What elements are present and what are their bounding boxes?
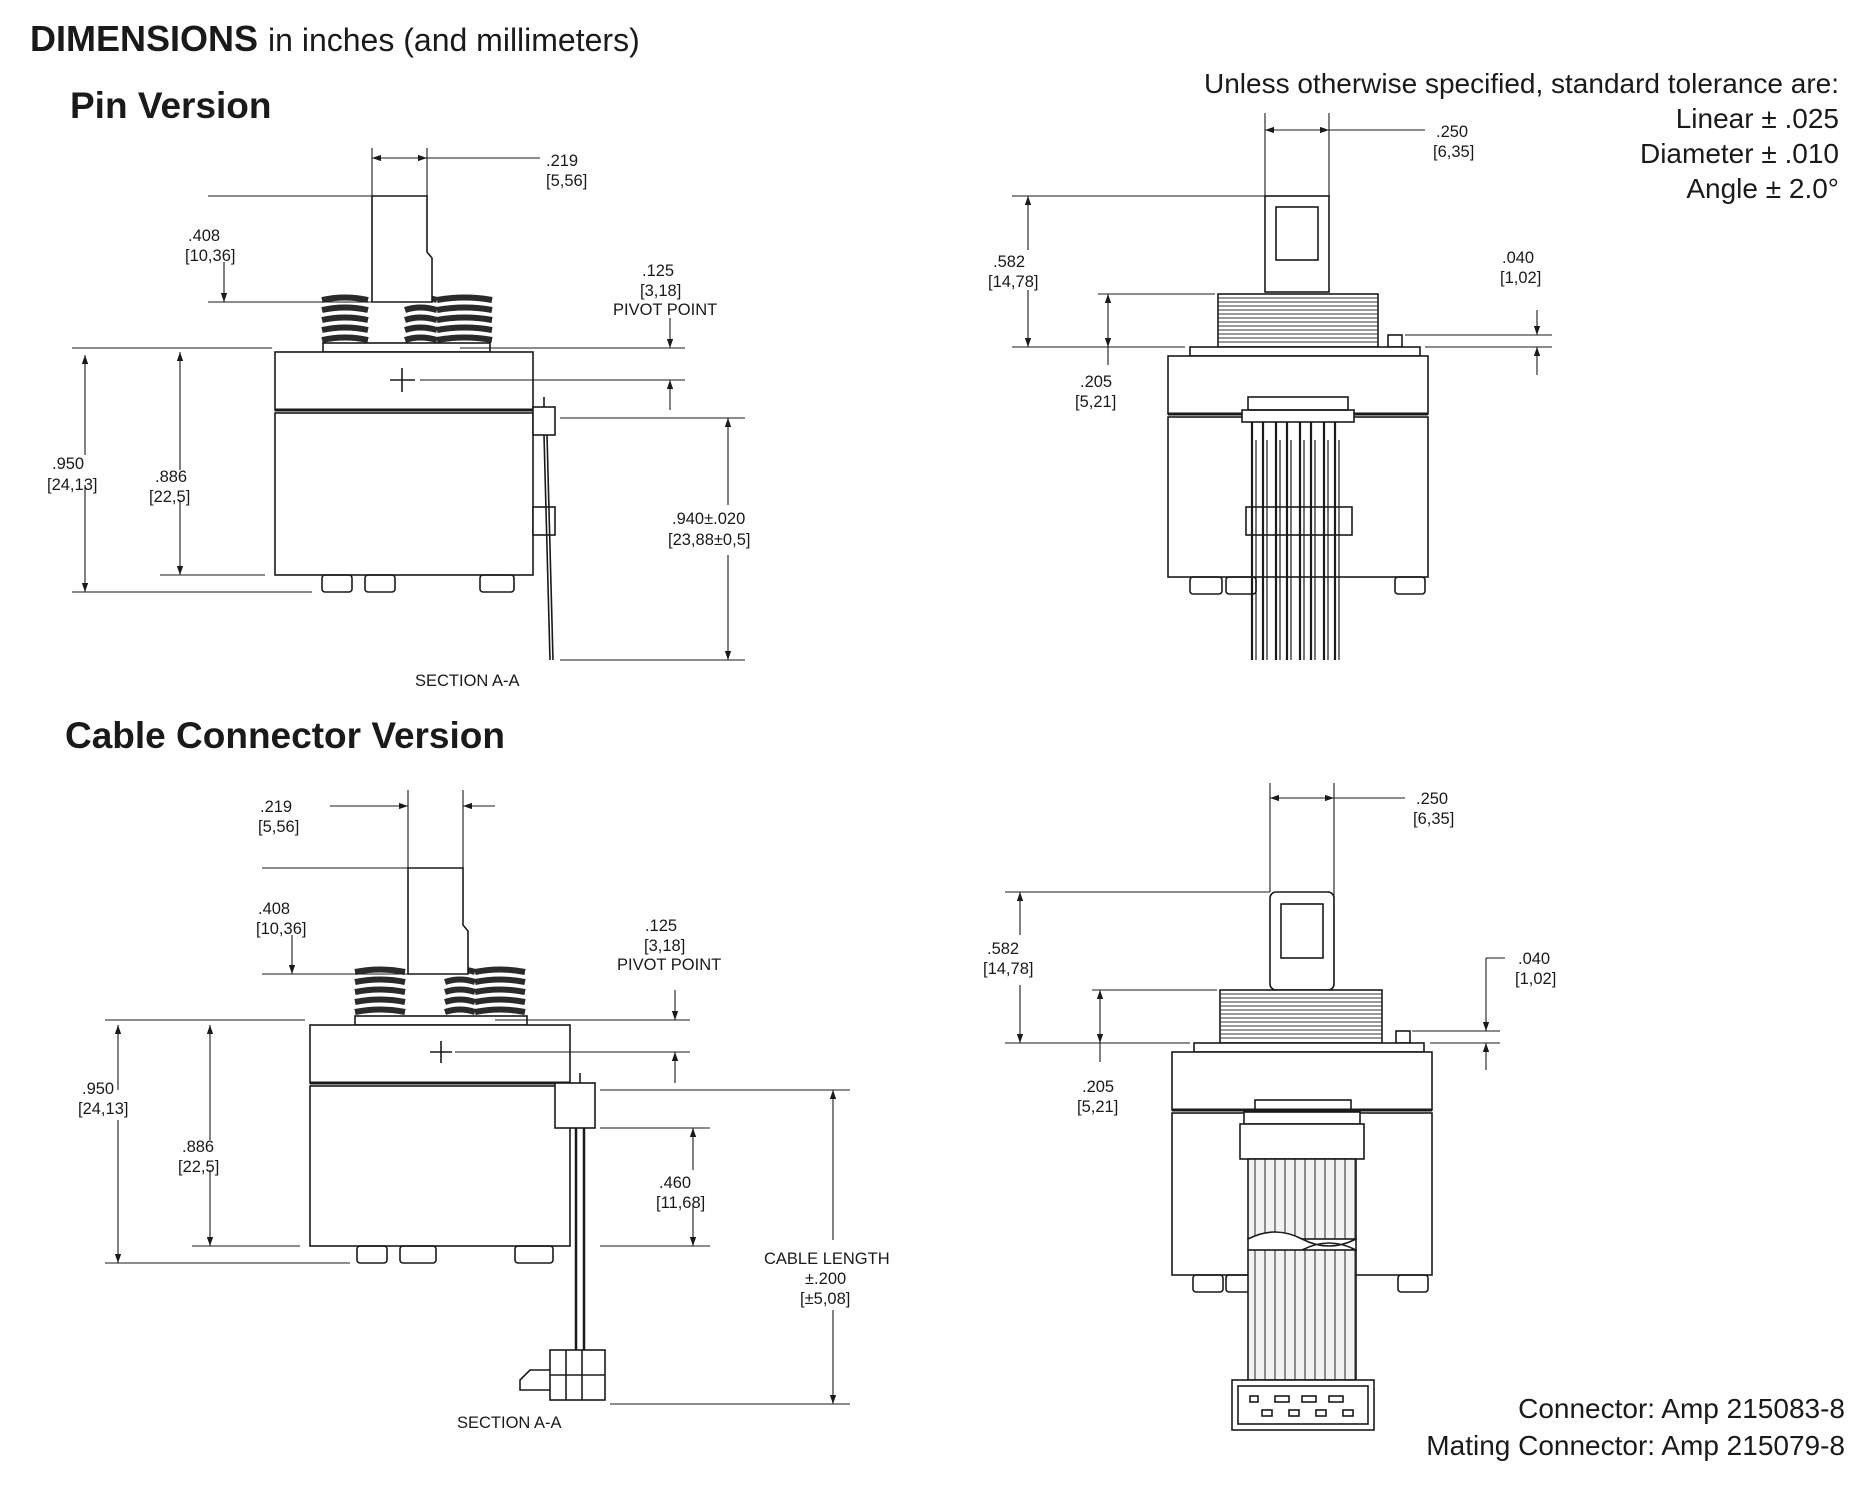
- dim-label: .408: [258, 900, 290, 918]
- dim-label: .250: [1416, 790, 1448, 808]
- pin-header: [1241, 396, 1355, 660]
- pin-side-view: [274, 195, 556, 661]
- connector-part: Connector: Amp 215083-8: [1518, 1393, 1845, 1424]
- dim-label: ±.200: [805, 1270, 846, 1288]
- dim-label: .219: [260, 798, 292, 816]
- pin-side-dimensions: [72, 148, 745, 661]
- dim-label: .250: [1436, 123, 1468, 141]
- dim-label: [14,78]: [988, 273, 1038, 291]
- cable-side-labels: .219 [5,56] .408 [10,36] .125 [3,18] PIV…: [78, 798, 890, 1432]
- dim-label: .940±.020: [672, 510, 745, 528]
- tolerance-linear: Linear ± .025: [1675, 103, 1839, 134]
- shaft: [1269, 891, 1335, 991]
- dim-label: .040: [1518, 950, 1550, 968]
- dim-label: [22,5]: [178, 1158, 219, 1176]
- dim-label: .582: [987, 940, 1019, 958]
- shaft: [407, 867, 469, 975]
- threaded-bushing: [354, 966, 526, 1015]
- dim-label: [14,78]: [983, 960, 1033, 978]
- dim-label: [6,35]: [1433, 143, 1474, 161]
- dim-label: [1,02]: [1515, 970, 1556, 988]
- dim-label: .205: [1080, 373, 1112, 391]
- dim-label: [1,02]: [1500, 269, 1541, 287]
- dim-label: [24,13]: [47, 476, 97, 494]
- dim-label: PIVOT POINT: [617, 956, 721, 974]
- dim-label: [10,36]: [256, 920, 306, 938]
- dim-label: [24,13]: [78, 1100, 128, 1118]
- title-bold: DIMENSIONS: [30, 18, 259, 59]
- cable-front-labels: .250 [6,35] .582 [14,78] .205 [5,21] .04…: [983, 790, 1556, 1116]
- dim-label: [3,18]: [644, 937, 685, 955]
- dim-label: [10,36]: [185, 247, 235, 265]
- dim-label: [23,88±0,5]: [668, 531, 750, 549]
- dim-label: .886: [182, 1138, 214, 1156]
- section-label: SECTION A-A: [457, 1414, 562, 1432]
- cable-side-dimensions: [105, 790, 850, 1405]
- dim-label: .460: [659, 1174, 691, 1192]
- tolerance-angle: Angle ± 2.0°: [1686, 173, 1839, 204]
- title-rest: in inches (and millimeters): [268, 22, 640, 58]
- mating-connector-part: Mating Connector: Amp 215079-8: [1426, 1430, 1845, 1461]
- dim-label: [3,18]: [640, 282, 681, 300]
- threaded-bushing: [321, 294, 493, 343]
- dim-label: [22,5]: [149, 488, 190, 506]
- ribbon-cable: [1231, 1099, 1375, 1431]
- dim-label: .205: [1082, 1078, 1114, 1096]
- cable-side-view: [309, 867, 606, 1401]
- cable-version-heading: Cable Connector Version: [65, 715, 505, 756]
- dim-label: [5,21]: [1077, 1098, 1118, 1116]
- dim-label: [11,68]: [656, 1194, 705, 1212]
- dim-label: .886: [155, 468, 187, 486]
- dim-label: .219: [546, 152, 578, 170]
- cable-front-dimensions: [1005, 783, 1505, 1070]
- dim-label: .950: [52, 455, 84, 473]
- dim-label: .125: [645, 917, 677, 935]
- dim-label: [6,35]: [1413, 810, 1454, 828]
- dim-label: .408: [188, 227, 220, 245]
- dim-label: [5,56]: [546, 172, 587, 190]
- dim-label: .040: [1502, 249, 1534, 267]
- pin-front-view: [1167, 195, 1429, 660]
- shaft: [371, 195, 433, 303]
- dim-label: [5,21]: [1075, 393, 1116, 411]
- section-label: SECTION A-A: [415, 672, 520, 690]
- pin-front-dimensions: [1012, 113, 1552, 375]
- tolerance-note: Unless otherwise specified, standard tol…: [1204, 66, 1839, 206]
- page-title: DIMENSIONS in inches (and millimeters): [30, 18, 640, 60]
- dim-label: [5,56]: [258, 818, 299, 836]
- dim-label: .582: [993, 253, 1025, 271]
- dim-label: .950: [82, 1080, 114, 1098]
- dim-label: PIVOT POINT: [613, 301, 717, 319]
- pin-side-labels: .219 [5,56] .408 [10,36] .125 [3,18] PIV…: [47, 152, 750, 690]
- pin-front-labels: .250 [6,35] .582 [14,78] .205 [5,21] .04…: [988, 123, 1541, 411]
- tolerance-diameter: Diameter ± .010: [1639, 138, 1839, 169]
- connector-note: Connector: Amp 215083-8 Mating Connector…: [1426, 1390, 1845, 1464]
- dim-label: CABLE LENGTH: [764, 1250, 890, 1268]
- dim-label: [±5,08]: [800, 1290, 850, 1308]
- cable-front-view: [1171, 891, 1433, 1431]
- shaft: [1264, 195, 1330, 293]
- dim-label: .125: [642, 262, 674, 280]
- tolerance-intro: Unless otherwise specified, standard tol…: [1203, 68, 1839, 99]
- pin-version-heading: Pin Version: [70, 85, 272, 126]
